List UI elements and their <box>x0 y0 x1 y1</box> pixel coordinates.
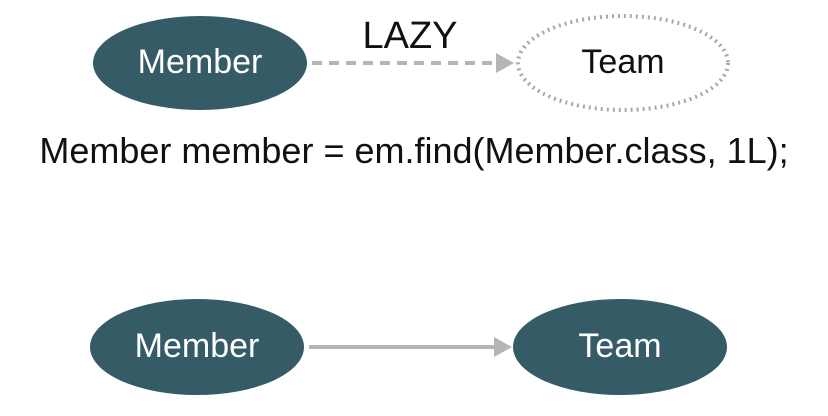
bottom-diagram: Member Team <box>90 299 727 395</box>
member-node-top <box>93 16 307 110</box>
loaded-arrowhead <box>494 337 512 357</box>
code-line: Member member = em.find(Member.class, 1L… <box>39 130 788 171</box>
top-diagram: Member LAZY Team <box>93 14 730 112</box>
team-node-bottom-label: Team <box>578 327 661 365</box>
team-proxy-node-top <box>516 14 730 112</box>
team-node-bottom <box>513 299 727 395</box>
lazy-arrowhead <box>496 53 514 73</box>
member-node-bottom <box>90 299 304 395</box>
lazy-edge-label: LAZY <box>362 15 457 57</box>
member-node-top-label: Member <box>138 43 263 81</box>
team-proxy-node-top-label: Team <box>581 43 664 81</box>
member-node-bottom-label: Member <box>135 327 260 365</box>
